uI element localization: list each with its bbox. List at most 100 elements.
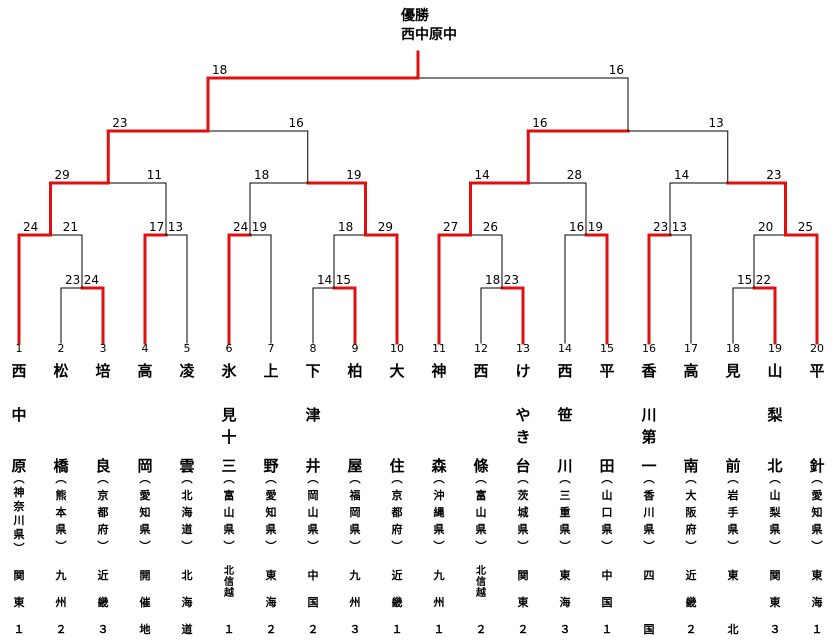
prefecture-char: 重 xyxy=(559,506,571,519)
prefecture-char: 愛 xyxy=(811,489,823,502)
score-right: 28 xyxy=(567,168,582,182)
region-part: 開 xyxy=(139,569,151,582)
champion-name: 西中原中 xyxy=(401,27,457,43)
school-char: 平 xyxy=(809,362,825,380)
score-right: 21 xyxy=(63,220,78,234)
prefecture-char: 三 xyxy=(559,489,571,502)
school-char: 高 xyxy=(683,362,699,380)
prefecture-char: 府 xyxy=(685,523,697,536)
region-part: 州 xyxy=(433,596,445,609)
score-left: 14 xyxy=(674,168,689,182)
region-part: 道 xyxy=(181,623,193,636)
prefecture-char: ︶ xyxy=(13,542,25,555)
prefecture-char: ︶ xyxy=(643,540,655,553)
prefecture-char: ︵ xyxy=(643,472,655,485)
region-part: 東 xyxy=(517,596,529,609)
school-char: 山 xyxy=(767,362,783,380)
prefecture-char: ︵ xyxy=(811,472,823,485)
prefecture-char: 梨 xyxy=(769,506,781,519)
prefecture-char: 阪 xyxy=(685,506,697,519)
region-part: 近 xyxy=(685,569,697,582)
region-part: 東 xyxy=(13,596,25,609)
prefecture-char: ︶ xyxy=(559,540,571,553)
score-right: 22 xyxy=(756,273,771,287)
prefecture-char: 岡 xyxy=(307,489,319,502)
score-right: 29 xyxy=(378,220,393,234)
school-char: 上 xyxy=(263,362,279,380)
prefecture-char: ︶ xyxy=(517,540,529,553)
score-left: 27 xyxy=(443,220,458,234)
region-part: ３ xyxy=(769,623,781,636)
seed-number: 7 xyxy=(267,342,275,355)
seed-number: 11 xyxy=(432,342,446,355)
school-char: 良 xyxy=(95,457,111,475)
prefecture-char: ︵ xyxy=(391,472,403,485)
prefecture-char: 愛 xyxy=(265,489,277,502)
school-char: 前 xyxy=(725,457,741,475)
score-left: 18 xyxy=(485,273,500,287)
school-char: 培 xyxy=(95,362,111,380)
school-char: 田 xyxy=(599,457,615,475)
region-part: 畿 xyxy=(97,596,109,609)
region-part: ２ xyxy=(517,623,529,636)
region-part: ２ xyxy=(55,623,67,636)
seed-number: 16 xyxy=(642,342,656,355)
score-right: 19 xyxy=(252,220,267,234)
region-part: 東 xyxy=(769,596,781,609)
prefecture-char: ︵ xyxy=(307,472,319,485)
school-char: 岡 xyxy=(137,457,153,475)
prefecture-char: 県 xyxy=(643,523,655,536)
prefecture-char: ︵ xyxy=(601,472,613,485)
prefecture-char: 県 xyxy=(433,523,445,536)
region-part: ３ xyxy=(97,623,109,636)
prefecture-char: 口 xyxy=(601,506,613,519)
prefecture-char: 神 xyxy=(13,486,25,499)
region-char: 越 xyxy=(476,588,486,599)
score-right: 16 xyxy=(609,63,624,77)
prefecture-char: 県 xyxy=(265,523,277,536)
prefecture-char: 京 xyxy=(97,489,109,502)
region-part: 東 xyxy=(811,569,823,582)
region-part: 海 xyxy=(811,596,823,609)
prefecture-char: 知 xyxy=(139,506,151,519)
prefecture-char: ︶ xyxy=(181,540,193,553)
school-char: 津 xyxy=(305,406,321,424)
prefecture-char: 県 xyxy=(223,523,235,536)
score-right: 13 xyxy=(708,116,723,130)
school-char: 屋 xyxy=(347,457,363,475)
school-char: 台 xyxy=(515,457,531,475)
region-part: １ xyxy=(433,623,445,636)
seed-number: 12 xyxy=(474,342,488,355)
region-part: １ xyxy=(601,623,613,636)
prefecture-char: 府 xyxy=(97,523,109,536)
score-left: 18 xyxy=(338,220,353,234)
prefecture-char: 県 xyxy=(517,523,529,536)
region-part: 畿 xyxy=(685,596,697,609)
region-part: 東 xyxy=(559,569,571,582)
region-part: ３ xyxy=(559,623,571,636)
school-char: 下 xyxy=(305,362,321,380)
school-char: 高 xyxy=(137,362,153,380)
region-part: 近 xyxy=(97,569,109,582)
school-char: や xyxy=(515,406,531,424)
school-char: 川 xyxy=(557,457,573,475)
prefecture-char: 山 xyxy=(475,506,487,519)
school-char: 住 xyxy=(389,457,405,475)
prefecture-char: ︵ xyxy=(769,472,781,485)
prefecture-char: 大 xyxy=(685,489,697,502)
prefecture-char: 京 xyxy=(391,489,403,502)
school-char: 川 xyxy=(641,406,657,424)
prefecture-char: ︵ xyxy=(55,472,67,485)
prefecture-char: 県 xyxy=(307,523,319,536)
region-part: 近 xyxy=(391,569,403,582)
prefecture-char: ︵ xyxy=(223,472,235,485)
school-char: 笹 xyxy=(557,406,573,424)
region-part: 中 xyxy=(307,569,319,582)
seed-number: 15 xyxy=(600,342,614,355)
region-part: １ xyxy=(391,623,403,636)
prefecture-char: ︵ xyxy=(727,472,739,485)
prefecture-char: ︵ xyxy=(349,472,361,485)
prefecture-char: ︶ xyxy=(97,540,109,553)
prefecture-char: 山 xyxy=(601,489,613,502)
seed-number: 17 xyxy=(684,342,698,355)
